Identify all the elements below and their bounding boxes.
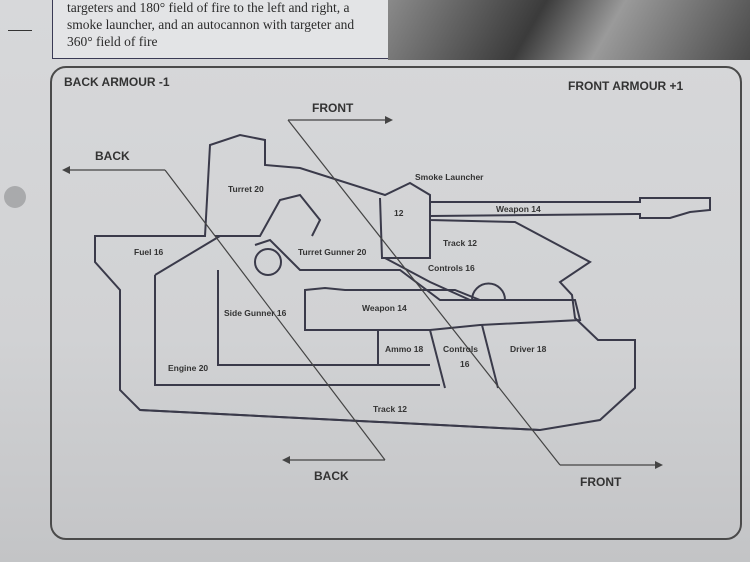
- vehicle-photo: [388, 0, 750, 60]
- controls-upper-label: Controls 16: [428, 263, 475, 273]
- hull-weapon-label: Weapon 14: [362, 303, 407, 313]
- front-armour-label: FRONT ARMOUR +1: [568, 79, 684, 93]
- track-upper-label: Track 12: [443, 238, 477, 248]
- engine-label: Engine 20: [168, 363, 208, 373]
- back-label-top: BACK: [95, 149, 130, 163]
- side-gunner-hatch: [254, 248, 282, 276]
- turret-12-label: 12: [394, 208, 404, 218]
- barrel: [429, 197, 711, 219]
- description-line-1: targeters and 180° field of fire to the …: [67, 0, 350, 15]
- arrow-lines: [70, 119, 655, 466]
- back-diagonal: [164, 169, 386, 461]
- controls-hatch: [471, 282, 506, 301]
- binder-hole: [4, 186, 26, 208]
- controls-lower-label: Controls: [443, 344, 478, 354]
- main-weapon-label: Weapon 14: [496, 204, 541, 214]
- front-arrowhead-top: [385, 116, 393, 124]
- fuel-divider: [154, 235, 440, 386]
- back-arrowhead-bottom: [282, 456, 290, 464]
- description-line-3: 360° field of fire: [67, 34, 158, 49]
- lower-dividers: [139, 324, 541, 431]
- hull-weapon: [304, 286, 582, 331]
- back-label-bottom: BACK: [314, 469, 349, 483]
- turret-label: Turret 20: [228, 184, 264, 194]
- fuel-label: Fuel 16: [134, 247, 164, 257]
- side-gunner-label: Side Gunner 16: [224, 308, 287, 318]
- diagram-frame: [50, 66, 742, 540]
- back-armour-label: BACK ARMOUR -1: [64, 75, 170, 89]
- description-line-2: smoke launcher, and an autocannon with t…: [67, 17, 355, 32]
- margin-mark: [8, 30, 32, 31]
- front-label-bottom: FRONT: [580, 475, 622, 489]
- front-arrowhead-bottom: [655, 461, 663, 469]
- back-arrowhead-top: [62, 166, 70, 174]
- front-diagonal: [287, 119, 561, 466]
- driver-label: Driver 18: [510, 344, 547, 354]
- turret-gunner-label: Turret Gunner 20: [298, 247, 367, 257]
- gunner-area: [217, 238, 540, 366]
- ammo-label: Ammo 18: [385, 344, 424, 354]
- turret-divider: [215, 193, 431, 259]
- track-lower-label: Track 12: [373, 404, 407, 414]
- smoke-launcher-label: Smoke Launcher: [415, 172, 484, 182]
- controls-lower-value: 16: [460, 359, 470, 369]
- front-label-top: FRONT: [312, 101, 354, 115]
